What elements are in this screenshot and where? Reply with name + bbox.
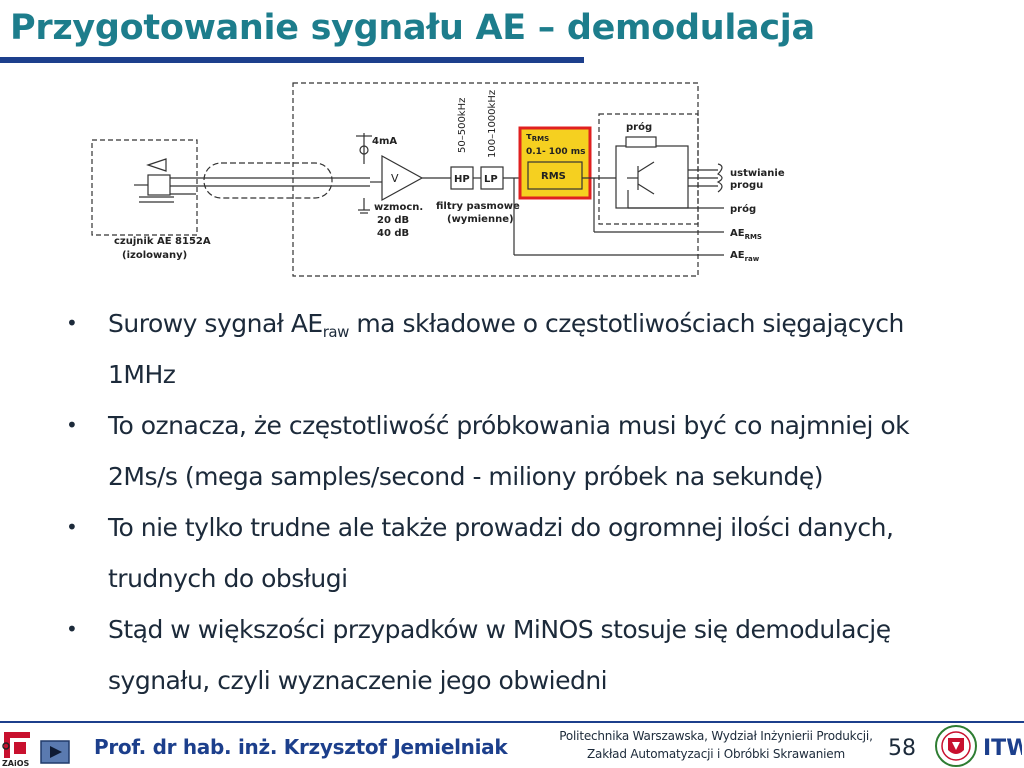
threshold-resistor xyxy=(625,136,657,148)
amplifier-symbol-label: V xyxy=(391,172,399,185)
bullet-list: • Surowy sygnał AEraw ma składowe o częs… xyxy=(66,298,986,706)
transistor-symbol xyxy=(627,161,655,195)
title-underline xyxy=(0,57,584,63)
slide-title: Przygotowanie sygnału AE – demodulacja xyxy=(10,8,815,48)
sensor-sublabel: (izolowany) xyxy=(122,250,187,261)
footer-divider xyxy=(0,721,1024,723)
output-ae-rms: AERMS xyxy=(730,228,762,241)
comparator-enclosure xyxy=(598,113,699,225)
current-source-icon xyxy=(356,133,372,214)
author-name: Prof. dr hab. inż. Krzysztof Jemielniak xyxy=(94,735,508,759)
bullet-marker: • xyxy=(66,515,78,539)
zaios-logo: ZAiOS xyxy=(2,732,30,768)
gain-40db: 40 dB xyxy=(377,228,409,239)
threshold-setting-label-1: ustwianie xyxy=(730,168,785,179)
tau-range: 0.1- 100 ms xyxy=(526,147,585,157)
sensor-icon xyxy=(134,158,196,203)
bullet-item: • Surowy sygnał AEraw ma składowe o częs… xyxy=(66,298,986,400)
output-ae-raw: AEraw xyxy=(730,250,760,263)
bullet-marker: • xyxy=(66,617,78,641)
sensor-cable xyxy=(196,162,370,199)
amplifier-label: wzmocn. xyxy=(374,202,423,213)
page-number: 58 xyxy=(888,736,916,761)
bullet-marker: • xyxy=(66,413,78,437)
lp-range-label: 100–1000kHz xyxy=(487,90,498,158)
output-threshold: próg xyxy=(730,203,756,215)
institution: Politechnika Warszawska, Wydział Inżynie… xyxy=(559,729,873,761)
filters-sublabel: (wymienne) xyxy=(447,214,514,225)
svg-text:ITW: ITW xyxy=(983,736,1022,761)
bullet-marker: • xyxy=(66,311,78,335)
threshold-label-top: próg xyxy=(626,121,652,133)
device-enclosure xyxy=(292,82,699,277)
svg-text:ZAiOS: ZAiOS xyxy=(2,759,30,768)
sensor-enclosure xyxy=(91,139,198,236)
rms-block xyxy=(527,161,583,190)
comparator-box xyxy=(615,145,689,209)
amplifier-symbol xyxy=(370,154,451,202)
university-emblem-logo xyxy=(935,725,977,767)
hp-range-label: 50–500kHz xyxy=(457,98,468,153)
threshold-setting-label-2: progu xyxy=(730,180,763,191)
itw-logo: ITW xyxy=(982,728,1022,764)
sensor-label: czujnik AE 8152A xyxy=(114,236,211,247)
tau-symbol: τRMS xyxy=(526,132,549,143)
bullet-item: • To oznacza, że częstotliwość próbkowan… xyxy=(66,400,986,502)
gain-20db: 20 dB xyxy=(377,215,409,226)
filters-label: filtry pasmowe xyxy=(436,201,520,212)
lp-filter-label: LP xyxy=(484,174,498,185)
signal-chain-diagram: czujnik AE 8152A (izolowany) 4mA V wzmoc… xyxy=(91,82,785,277)
bullet-item: • To nie tylko trudne ale także prowadzi… xyxy=(66,502,986,604)
current-label: 4mA xyxy=(372,136,397,147)
rms-label: RMS xyxy=(541,171,566,182)
hp-filter-label: HP xyxy=(454,174,470,185)
next-slide-button[interactable] xyxy=(40,740,70,764)
bullet-item: • Stąd w większości przypadków w MiNOS s… xyxy=(66,604,986,706)
